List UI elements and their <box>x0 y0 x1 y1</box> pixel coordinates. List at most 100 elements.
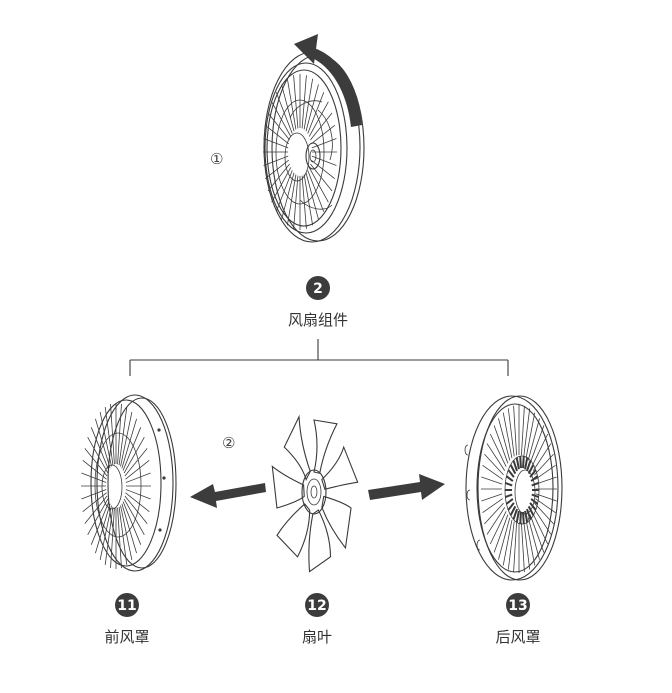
front-grille-spokes <box>81 403 151 569</box>
fan-blade <box>283 414 311 482</box>
spoke-line <box>493 425 509 464</box>
spoke-line <box>513 405 517 456</box>
spoke-line <box>84 448 108 477</box>
fan-blade <box>308 509 332 573</box>
spoke-line <box>263 138 289 149</box>
vent-fin <box>526 460 532 472</box>
spoke-line <box>531 433 549 467</box>
spoke-line <box>532 443 552 471</box>
rear-cover-badge: 13 <box>506 593 530 617</box>
vent-fin <box>530 498 539 505</box>
spoke-line <box>275 170 293 212</box>
spoke-line <box>267 112 290 141</box>
spoke-line <box>484 453 504 476</box>
spoke-line <box>481 493 503 502</box>
connector-bracket <box>129 339 509 376</box>
spoke-line <box>523 521 531 570</box>
spoke-line <box>124 448 148 477</box>
rear-vent-fins <box>505 456 539 524</box>
spoke-line <box>90 427 110 471</box>
fan-blade <box>321 445 359 490</box>
vent-fin <box>519 511 522 524</box>
spoke-line <box>307 92 325 134</box>
spoke-line <box>310 112 333 141</box>
blades <box>271 414 359 573</box>
spoke-line <box>121 503 137 554</box>
front-cover-label: 前风罩 <box>104 628 149 646</box>
spoke-line <box>99 505 112 561</box>
vent-fin <box>527 464 535 475</box>
spoke-line <box>307 170 325 212</box>
rotation-arrow-icon <box>294 34 362 127</box>
grille-spokes <box>263 74 337 230</box>
spoke-line <box>303 78 314 130</box>
spoke-line <box>534 502 554 525</box>
vent-fin <box>512 508 518 520</box>
vent-fin <box>515 510 520 523</box>
spoke-line <box>535 476 557 485</box>
spoke-line <box>264 125 289 145</box>
spoke-line <box>507 408 515 457</box>
spoke-line <box>125 489 151 500</box>
blades-badge: 12 <box>305 593 329 617</box>
spoke-line <box>118 506 128 565</box>
fan-blades-illustration <box>271 414 359 573</box>
vent-fin <box>509 464 517 475</box>
spoke-line <box>286 78 297 130</box>
spoke-line <box>484 502 504 525</box>
spoke-line <box>293 75 299 129</box>
spoke-line <box>529 514 545 553</box>
spoke-line <box>82 460 107 480</box>
spoke-line <box>281 84 295 132</box>
spoke-line <box>95 418 111 469</box>
vent-fin <box>515 457 520 470</box>
spoke-line <box>125 472 151 483</box>
fan-blade <box>313 419 338 474</box>
vent-fin <box>526 508 532 520</box>
assembly-number: 2 <box>313 281 323 297</box>
spoke-line <box>310 163 333 192</box>
spoke-line <box>95 503 111 554</box>
fan-assembly-illustration <box>263 51 365 243</box>
spoke-line <box>301 175 307 229</box>
spoke-line <box>308 167 329 203</box>
vent-fin <box>529 469 537 478</box>
spoke-line <box>498 517 511 560</box>
spoke-line <box>535 465 556 480</box>
spoke-line <box>311 125 336 145</box>
spoke-line <box>117 507 122 569</box>
vent-fin <box>530 475 539 482</box>
spoke-line <box>523 408 531 457</box>
spoke-line <box>263 155 289 166</box>
blades-label: 扇叶 <box>302 628 332 646</box>
spoke-line <box>104 407 114 466</box>
spoke-line <box>303 174 314 226</box>
spoke-line <box>264 159 289 179</box>
vent-fin <box>509 505 517 516</box>
spoke-line <box>125 460 150 480</box>
spoke-line <box>81 489 107 500</box>
spoke-line <box>532 507 552 535</box>
fan-blade <box>276 503 311 558</box>
spoke-line <box>118 407 128 466</box>
rear-cover-number: 13 <box>508 598 527 614</box>
spoke-line <box>120 505 133 561</box>
spoke-line <box>507 521 515 570</box>
rear-cover-label: 后风罩 <box>495 628 540 646</box>
vent-fin <box>519 456 522 469</box>
spoke-line <box>535 498 556 513</box>
spoke-line <box>110 403 115 465</box>
assembly-badge: 2 <box>306 276 330 300</box>
vent-fin <box>505 493 513 499</box>
spoke-line <box>486 443 506 471</box>
spoke-line <box>271 101 292 137</box>
blades-number: 12 <box>307 598 326 614</box>
spoke-line <box>502 412 513 459</box>
spoke-line <box>481 476 503 485</box>
spoke-line <box>527 418 540 461</box>
spoke-line <box>122 501 142 545</box>
spoke-line <box>120 411 133 467</box>
vent-fin <box>524 510 529 523</box>
spoke-line <box>521 522 525 573</box>
spoke-line <box>281 172 295 220</box>
